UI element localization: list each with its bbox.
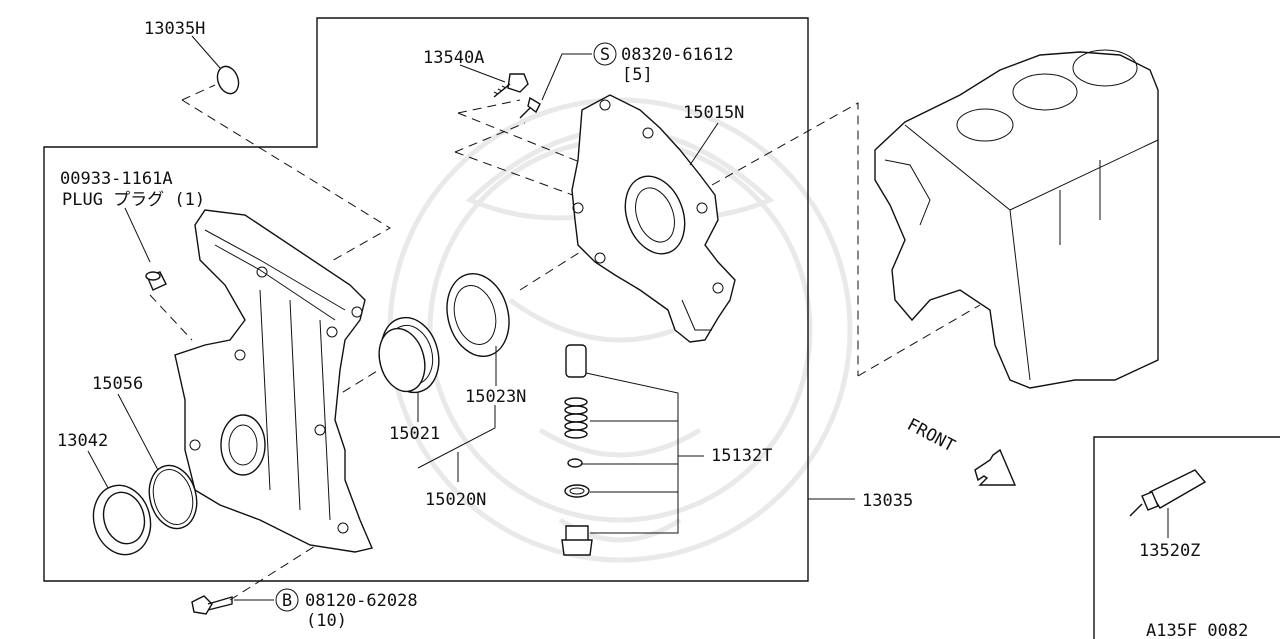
- seal-13042: [92, 484, 152, 556]
- label-15056: 15056: [92, 374, 143, 394]
- label-13042: 13042: [57, 431, 108, 451]
- engine-block: [874, 49, 1159, 389]
- outer-gear-15023n: [446, 272, 510, 358]
- bolt-08120: [191, 595, 233, 615]
- inset-box: [1093, 436, 1280, 639]
- label-13035h: 13035H: [144, 19, 205, 39]
- label-08120-code: 08120-62028: [305, 591, 418, 611]
- bolt-13540a: [493, 73, 529, 98]
- label-00933: 00933-1161A: [60, 169, 173, 189]
- label-15020n: 15020N: [425, 490, 486, 510]
- oil-pump-housing-15015n: [571, 94, 736, 343]
- o-ring-15056: [148, 464, 198, 530]
- label-15015n: 15015N: [683, 103, 744, 123]
- label-08120-qty: (10): [306, 611, 347, 631]
- label-13035: 13035: [862, 491, 913, 511]
- plug-00933: [145, 271, 167, 291]
- label-13540a: 13540A: [423, 48, 484, 68]
- label-15023n: 15023N: [465, 387, 526, 407]
- label-13520z: 13520Z: [1139, 541, 1200, 561]
- sealant-tube-13520z: [1129, 469, 1207, 517]
- label-15132t: 15132T: [711, 446, 772, 466]
- reference-code: A135F 0082: [1146, 621, 1248, 639]
- front-cover-13035: [174, 209, 373, 553]
- label-15021: 15021: [389, 424, 440, 444]
- relief-valve-parts-15132t: [561, 344, 593, 556]
- label-plug: PLUG プラグ (1): [62, 190, 205, 210]
- label-08320-qty: [5]: [622, 65, 653, 85]
- front-arrow: [974, 448, 1017, 486]
- leader-lines: [87, 35, 1169, 601]
- inner-gear-15021: [378, 316, 440, 394]
- label-front: FRONT: [904, 415, 959, 457]
- label-08320-code: 08320-61612: [621, 45, 734, 65]
- assembly-boundary: [43, 17, 809, 582]
- svg-text:B: B: [282, 591, 292, 611]
- b-marker: B: [275, 588, 299, 612]
- s-marker: S: [593, 42, 617, 66]
- screw-08320: [519, 96, 541, 119]
- gasket-13035h: [216, 65, 240, 95]
- svg-text:S: S: [600, 45, 610, 65]
